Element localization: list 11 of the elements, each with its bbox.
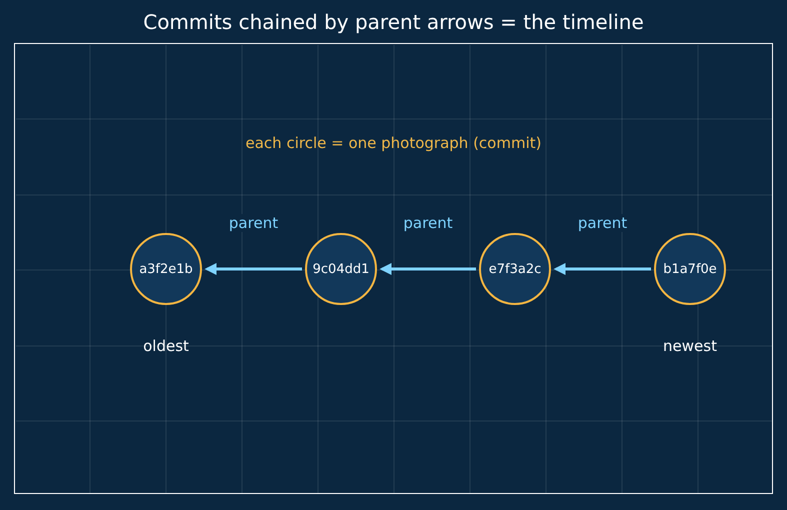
commit-hash: e7f3a2c [488, 262, 542, 276]
arrow [554, 263, 651, 275]
commit-caption: oldest [143, 337, 189, 355]
arrow [204, 263, 302, 275]
commit-hash: 9c04dd1 [312, 262, 370, 276]
diagram-title: Commits chained by parent arrows = the timeline [143, 10, 644, 34]
note-text: each circle = one photograph (commit) [246, 134, 542, 152]
commit-hash: b1a7f0e [663, 262, 717, 276]
commit-hash: a3f2e1b [139, 262, 193, 276]
commit-caption: newest [663, 337, 717, 355]
arrow [380, 263, 476, 275]
